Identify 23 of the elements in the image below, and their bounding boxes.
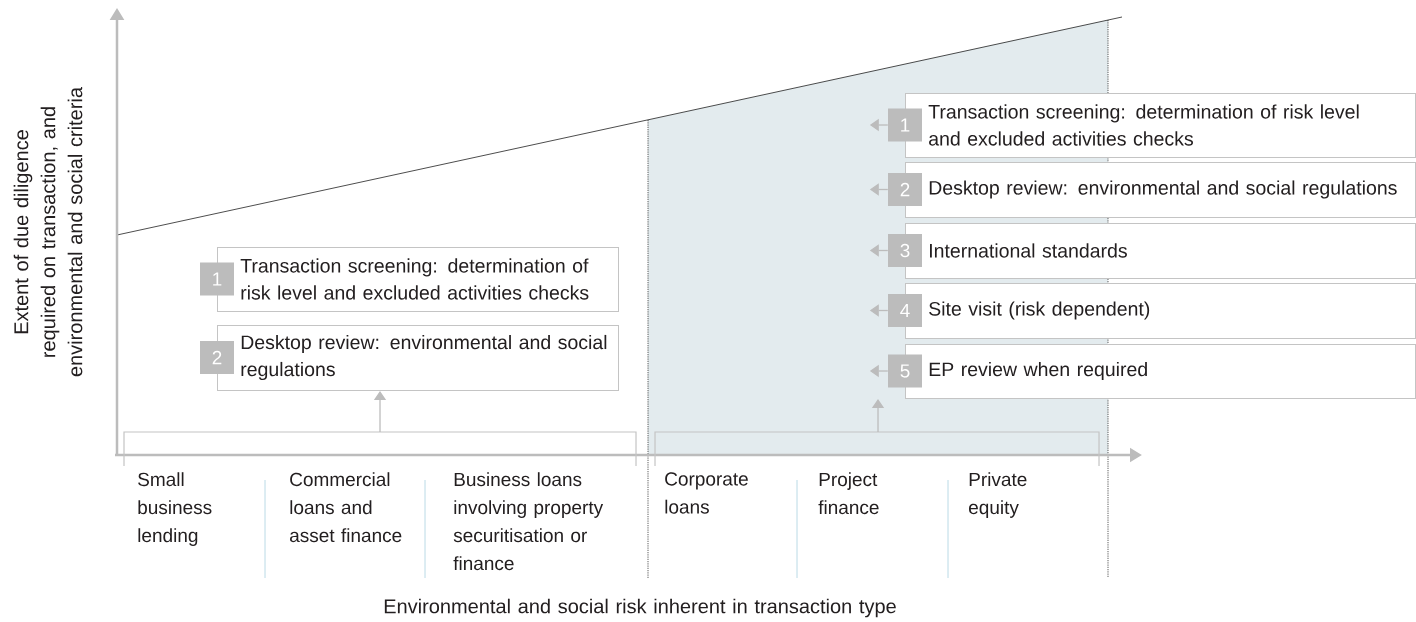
step-box: 2 Desktop review: environmental and social regulations: [888, 162, 1416, 218]
bracket: [654, 431, 1100, 467]
step-box: 4 Site visit (risk dependent): [888, 283, 1416, 339]
node-label: 2: [900, 182, 910, 197]
category-label: Corporate loans: [665, 472, 748, 514]
axis-title: Extent of due diligence required on transaction, and environmental and social criteria: [13, 87, 83, 377]
node-label: 1: [901, 118, 910, 132]
category-label: Business loans involving property securitisation or finance: [453, 472, 604, 571]
step-box: 2 Desktop review: environmental and social regulations: [200, 325, 619, 391]
step-box: 1 Transaction screening: determination of risk level and excluded activities checks: [200, 247, 619, 312]
step-box: 1 Transaction screening: determination of risk level and excluded activities checks: [888, 93, 1416, 158]
axis-title: Environmental and social risk inherent in transaction type: [384, 598, 896, 618]
node-label: EP review when required: [929, 361, 1147, 381]
node-label: 3: [900, 243, 910, 258]
node-label: International standards: [930, 243, 1127, 258]
node-label: Transaction screening: determination of risk level and excluded activities checks: [928, 104, 1359, 146]
node-label: Desktop review: environmental and social regulations: [929, 180, 1397, 199]
node-label: Site visit (risk dependent): [929, 301, 1150, 320]
step-box: 3 International standards: [888, 223, 1416, 279]
node-label: 5: [900, 364, 910, 378]
bracket: [123, 431, 637, 467]
step-box: 5 EP review when required: [888, 344, 1416, 399]
node-label: 4: [900, 303, 910, 318]
